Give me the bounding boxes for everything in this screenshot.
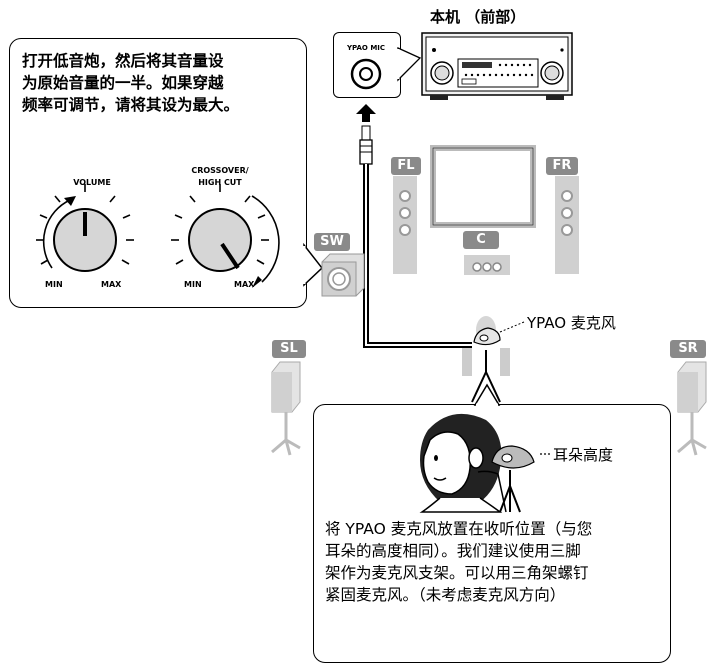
ypao-mic-jack-label: YPAO MIC — [346, 44, 386, 52]
unit-front-label: 本机 （前部） — [430, 8, 526, 26]
front-right-label: FR — [546, 157, 578, 175]
subwoofer-instruction-callout — [9, 38, 307, 308]
volume-knob-title: VOLUME — [73, 178, 111, 187]
listening-instruction-text: 将 YPAO 麦克风放置在收听位置（与您 耳朵的高度相同）。我们建议使用三脚 架… — [325, 520, 593, 604]
subwoofer-instruction-text: 打开低音炮，然后将其音量设 为原始音量的一半。如果穿越 频率可调节，请将其设为最… — [22, 52, 240, 114]
surround-left-label: SL — [272, 340, 306, 358]
surround-right-label: SR — [670, 340, 706, 358]
subwoofer-label: SW — [314, 233, 350, 251]
crossover-max-label: MAX — [234, 280, 255, 289]
front-left-label: FL — [391, 157, 421, 175]
crossover-min-label: MIN — [184, 280, 202, 289]
center-label: C — [463, 231, 499, 249]
ear-height-label: 耳朵高度 — [553, 446, 614, 464]
crossover-knob-title: CROSSOVER/ HIGH CUT — [191, 166, 249, 187]
volume-min-label: MIN — [45, 280, 63, 289]
ypao-mic-caption: YPAO 麦克风 — [527, 314, 616, 332]
volume-max-label: MAX — [101, 280, 122, 289]
